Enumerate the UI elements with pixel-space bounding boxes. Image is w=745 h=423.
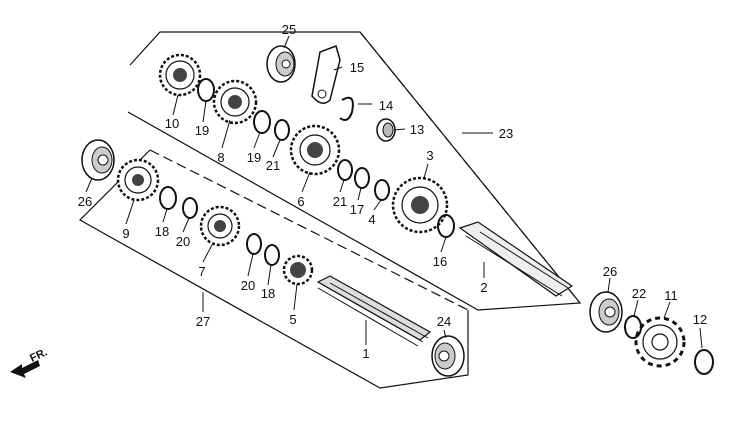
callout-13: 13 [410,122,424,137]
callout-20b: 20 [241,278,255,293]
part-1-mainshaft [316,275,432,347]
callout-labels: 1 2 3 4 5 6 7 8 9 10 11 12 13 14 15 16 1… [78,22,707,361]
callout-6: 6 [297,194,304,209]
callout-26a: 26 [78,194,92,209]
callout-12: 12 [693,312,707,327]
callout-24: 24 [437,314,451,329]
callout-16: 16 [433,254,447,269]
callout-18b: 18 [261,286,275,301]
part-15-stopper-plate [311,45,341,104]
part-8-gear [212,79,258,125]
callout-15: 15 [350,60,364,75]
part-26-bearing-left [81,139,115,181]
group-27-outline [79,149,469,389]
part-3-gear [391,176,449,234]
callout-10: 10 [165,116,179,131]
callout-7: 7 [198,264,205,279]
part-2-countershaft [458,221,574,297]
front-label: FR. [28,346,49,364]
callout-21a: 21 [266,158,280,173]
washers-and-clips [159,78,714,375]
part-26-bearing-right [589,291,623,333]
callout-25: 25 [282,22,296,37]
callout-11: 11 [664,288,678,303]
callout-3: 3 [426,148,433,163]
callout-4: 4 [368,212,375,227]
part-5-gear [282,254,314,286]
callout-27: 27 [196,314,210,329]
callout-1: 1 [362,346,369,361]
callout-23: 23 [499,126,513,141]
callout-2: 2 [480,280,487,295]
part-7-gear [199,205,241,247]
part-25-bearing [266,45,296,83]
part-13-bushing [376,118,396,142]
callout-17: 17 [350,202,364,217]
callout-8: 8 [217,150,224,165]
part-10-gear [158,53,202,97]
part-9-gear [116,158,160,202]
front-arrow-icon [10,360,40,378]
callout-9: 9 [122,226,129,241]
callout-18a: 18 [155,224,169,239]
callout-26b: 26 [603,264,617,279]
callout-22: 22 [632,286,646,301]
part-6-gear [289,124,341,176]
callout-19b: 19 [247,150,261,165]
part-24-bearing [431,335,465,377]
callout-14: 14 [379,98,393,113]
front-direction-indicator: FR. [10,346,49,378]
leader-lines [85,35,703,349]
part-11-sprocket [634,316,686,368]
callout-5: 5 [289,312,296,327]
callout-21b: 21 [333,194,347,209]
callout-19a: 19 [195,123,209,138]
callout-20a: 20 [176,234,190,249]
group-23-dash [359,31,581,304]
